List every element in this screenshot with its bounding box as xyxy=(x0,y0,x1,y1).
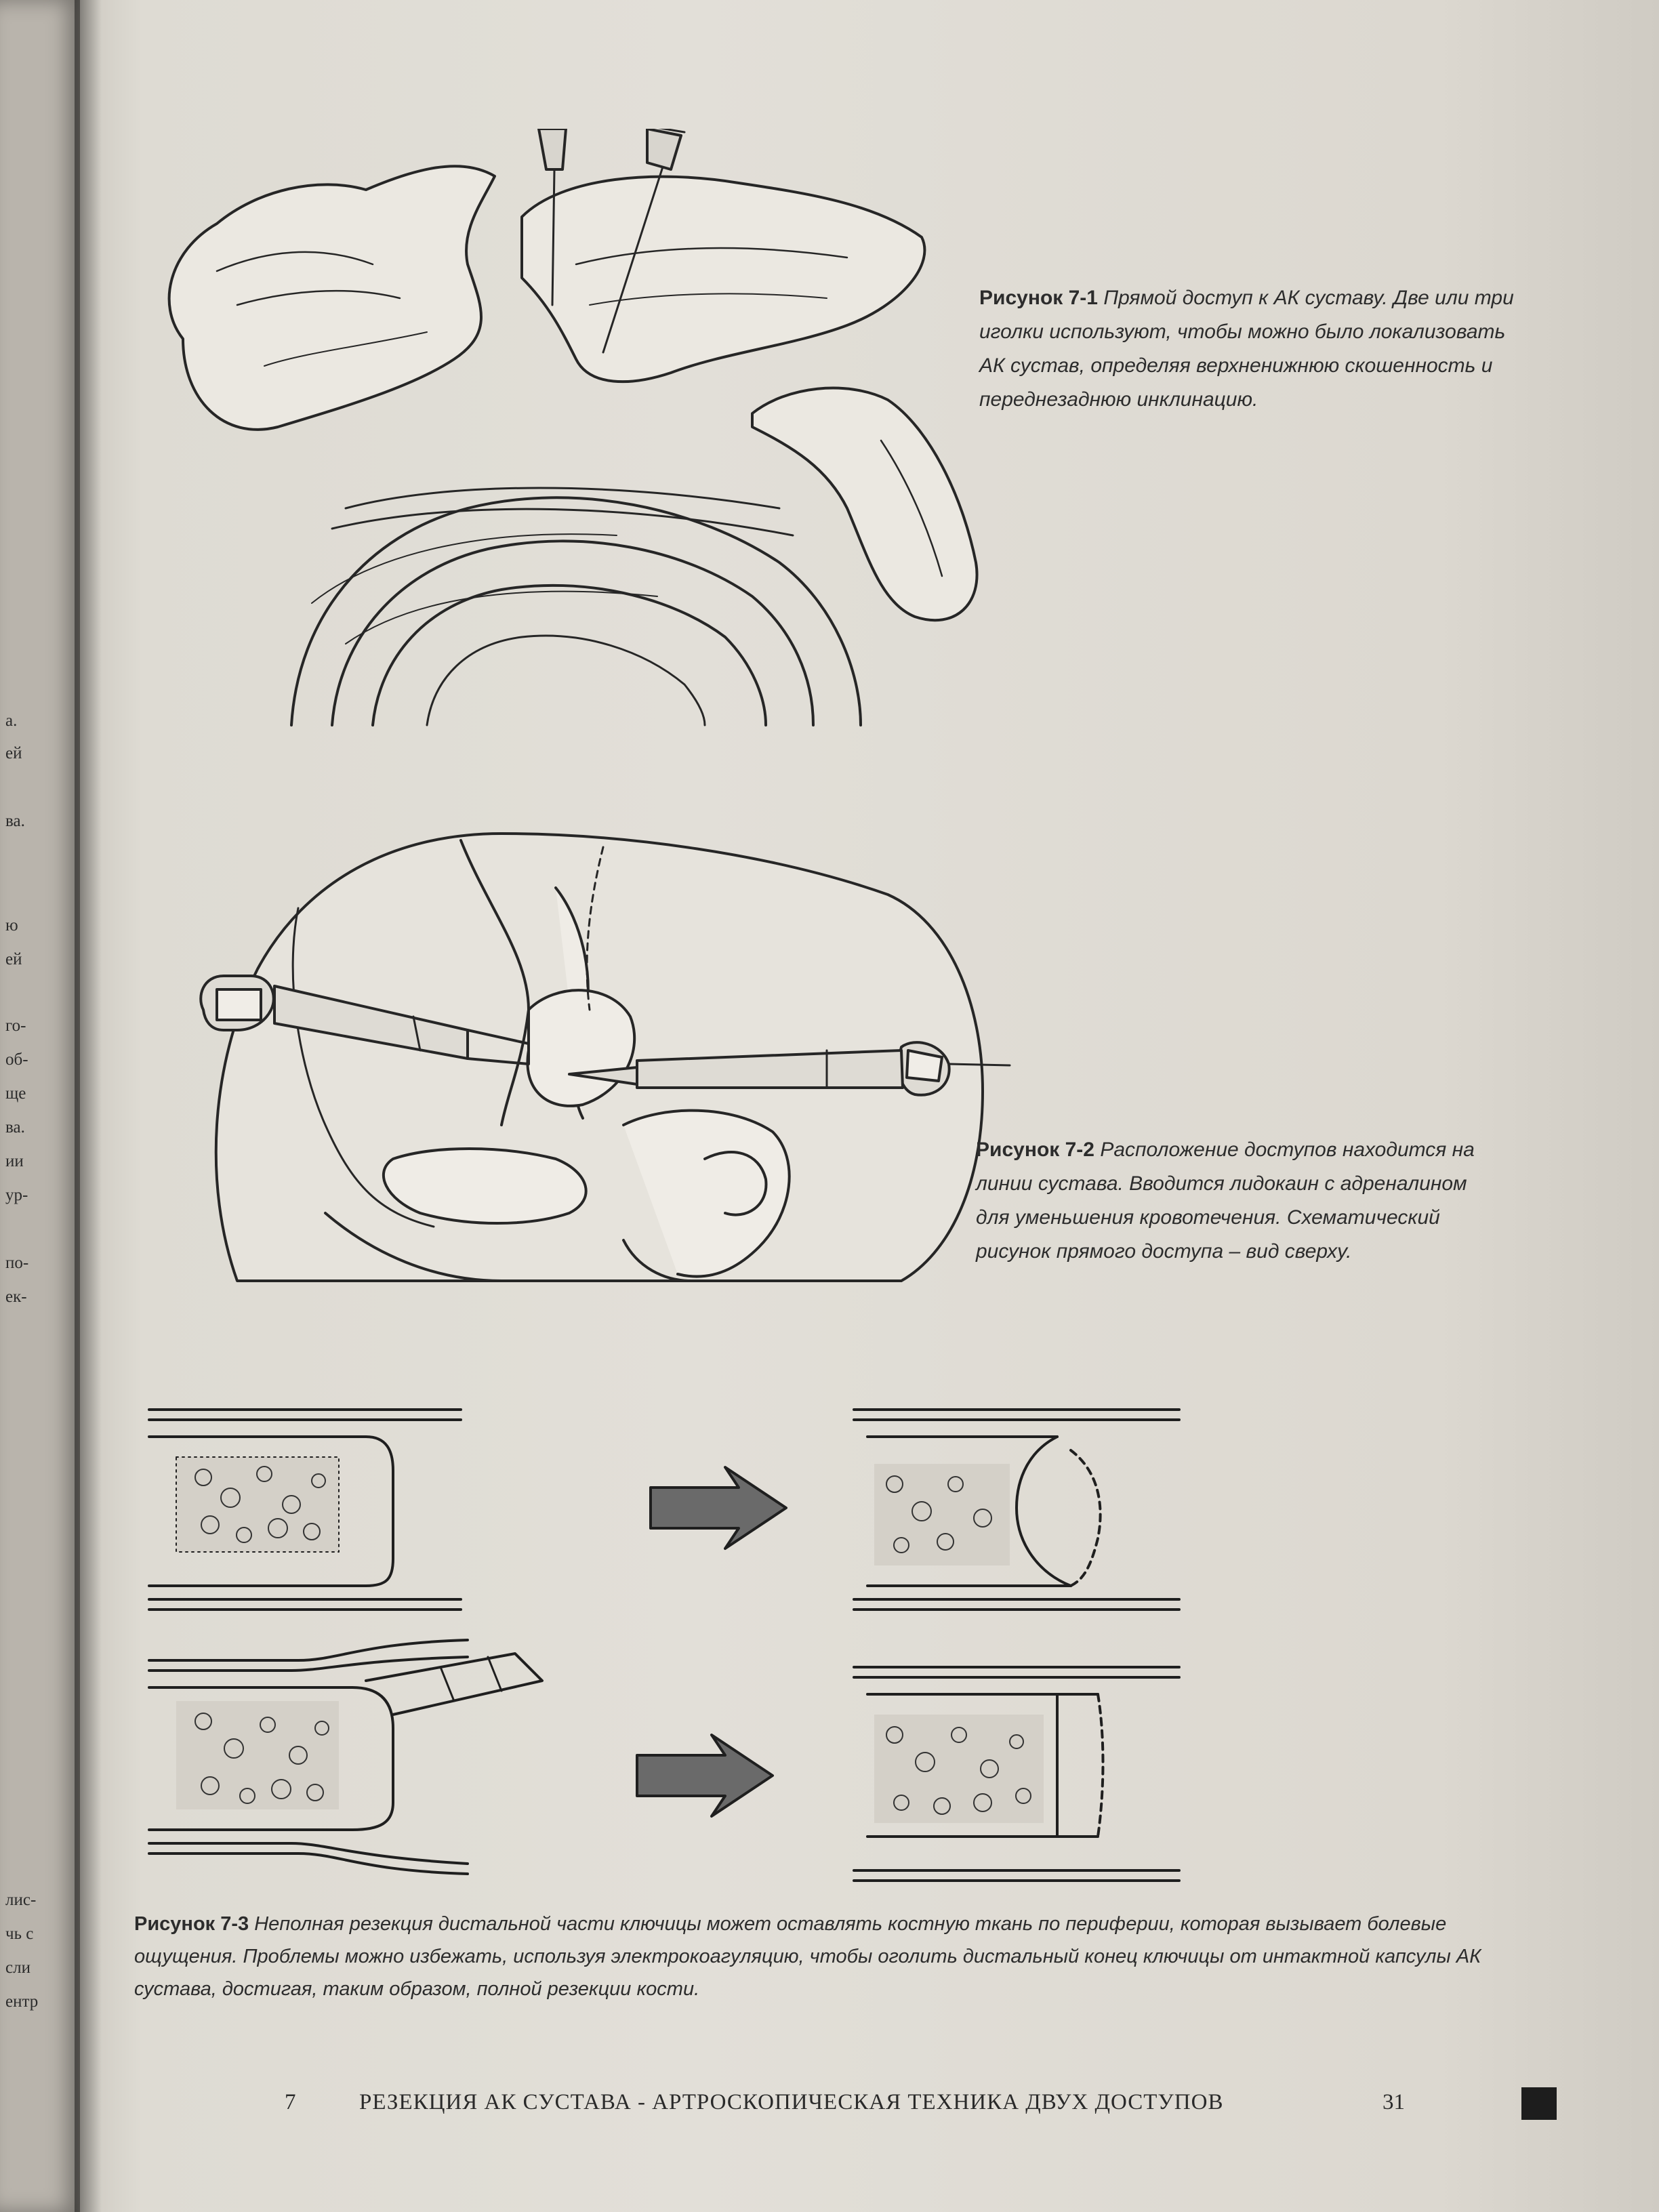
figure-7-1-label: Рисунок 7-1 xyxy=(979,287,1098,309)
footer-page-number: 31 xyxy=(1382,2090,1405,2114)
left-page-fragment: ур- xyxy=(5,1186,28,1204)
figure-7-3-label: Рисунок 7-3 xyxy=(134,1913,249,1935)
left-page-fragment: ей xyxy=(5,744,22,762)
footer-chapter-title: РЕЗЕКЦИЯ АК СУСТАВА - АРТРОСКОПИЧЕСКАЯ Т… xyxy=(359,2090,1224,2114)
spine-shadow xyxy=(75,0,102,2212)
figure-7-2-caption: Рисунок 7-2 Расположение доступов находи… xyxy=(976,1133,1504,1269)
figure-7-2-text: Расположение доступов находится на линии… xyxy=(976,1139,1475,1263)
left-page-fragment: сли xyxy=(5,1959,30,1977)
left-page-fragment: ва. xyxy=(5,812,25,830)
arrow-top xyxy=(649,1466,787,1550)
left-page-fragment: ще xyxy=(5,1084,26,1103)
figure-7-1-illustration xyxy=(167,129,979,726)
left-page-fragment: а. xyxy=(5,712,18,730)
left-page-fragment: чь с xyxy=(5,1925,34,1943)
arrow-bottom xyxy=(636,1734,774,1818)
left-page-fragment: об- xyxy=(5,1050,28,1069)
page-footer: 7 РЕЗЕКЦИЯ АК СУСТАВА - АРТРОСКОПИЧЕСКАЯ… xyxy=(258,2090,1477,2124)
figure-7-2-label: Рисунок 7-2 xyxy=(976,1139,1094,1161)
panel-complete-resection xyxy=(853,1666,1181,1882)
left-page-fragment: ек- xyxy=(5,1288,27,1306)
figure-7-3-caption: Рисунок 7-3 Неполная резекция дистальной… xyxy=(134,1908,1503,2005)
figure-7-3-text: Неполная резекция дистальной части ключи… xyxy=(134,1913,1481,2000)
left-page-fragment: ии xyxy=(5,1152,24,1170)
left-page-fragment: ентр xyxy=(5,1992,39,2011)
figure-7-1-caption: Рисунок 7-1 Прямой доступ к АК суставу. … xyxy=(979,281,1521,417)
figure-7-2-illustration xyxy=(199,832,1011,1282)
left-page-fragment: ва. xyxy=(5,1118,25,1136)
corner-tab-mark xyxy=(1521,2087,1557,2120)
figure-7-1-text: Прямой доступ к АК суставу. Две или три … xyxy=(979,287,1514,411)
panel-electrocautery xyxy=(148,1639,544,1875)
left-page-fragment: ей xyxy=(5,950,22,968)
figure-7-3-illustration xyxy=(148,1408,1181,1882)
left-page-fragment: по- xyxy=(5,1254,29,1272)
left-page-fragment: ю xyxy=(5,916,18,935)
footer-chapter-number: 7 xyxy=(285,2090,296,2114)
panel-incomplete-resection xyxy=(148,1408,462,1611)
left-facing-page: а. ей ва. ю ей го- об- ще ва. ии ур- по-… xyxy=(0,0,80,2212)
left-page-fragment: го- xyxy=(5,1017,26,1035)
left-page-fragment: лис- xyxy=(5,1891,37,1909)
panel-remaining-bone xyxy=(853,1408,1181,1611)
